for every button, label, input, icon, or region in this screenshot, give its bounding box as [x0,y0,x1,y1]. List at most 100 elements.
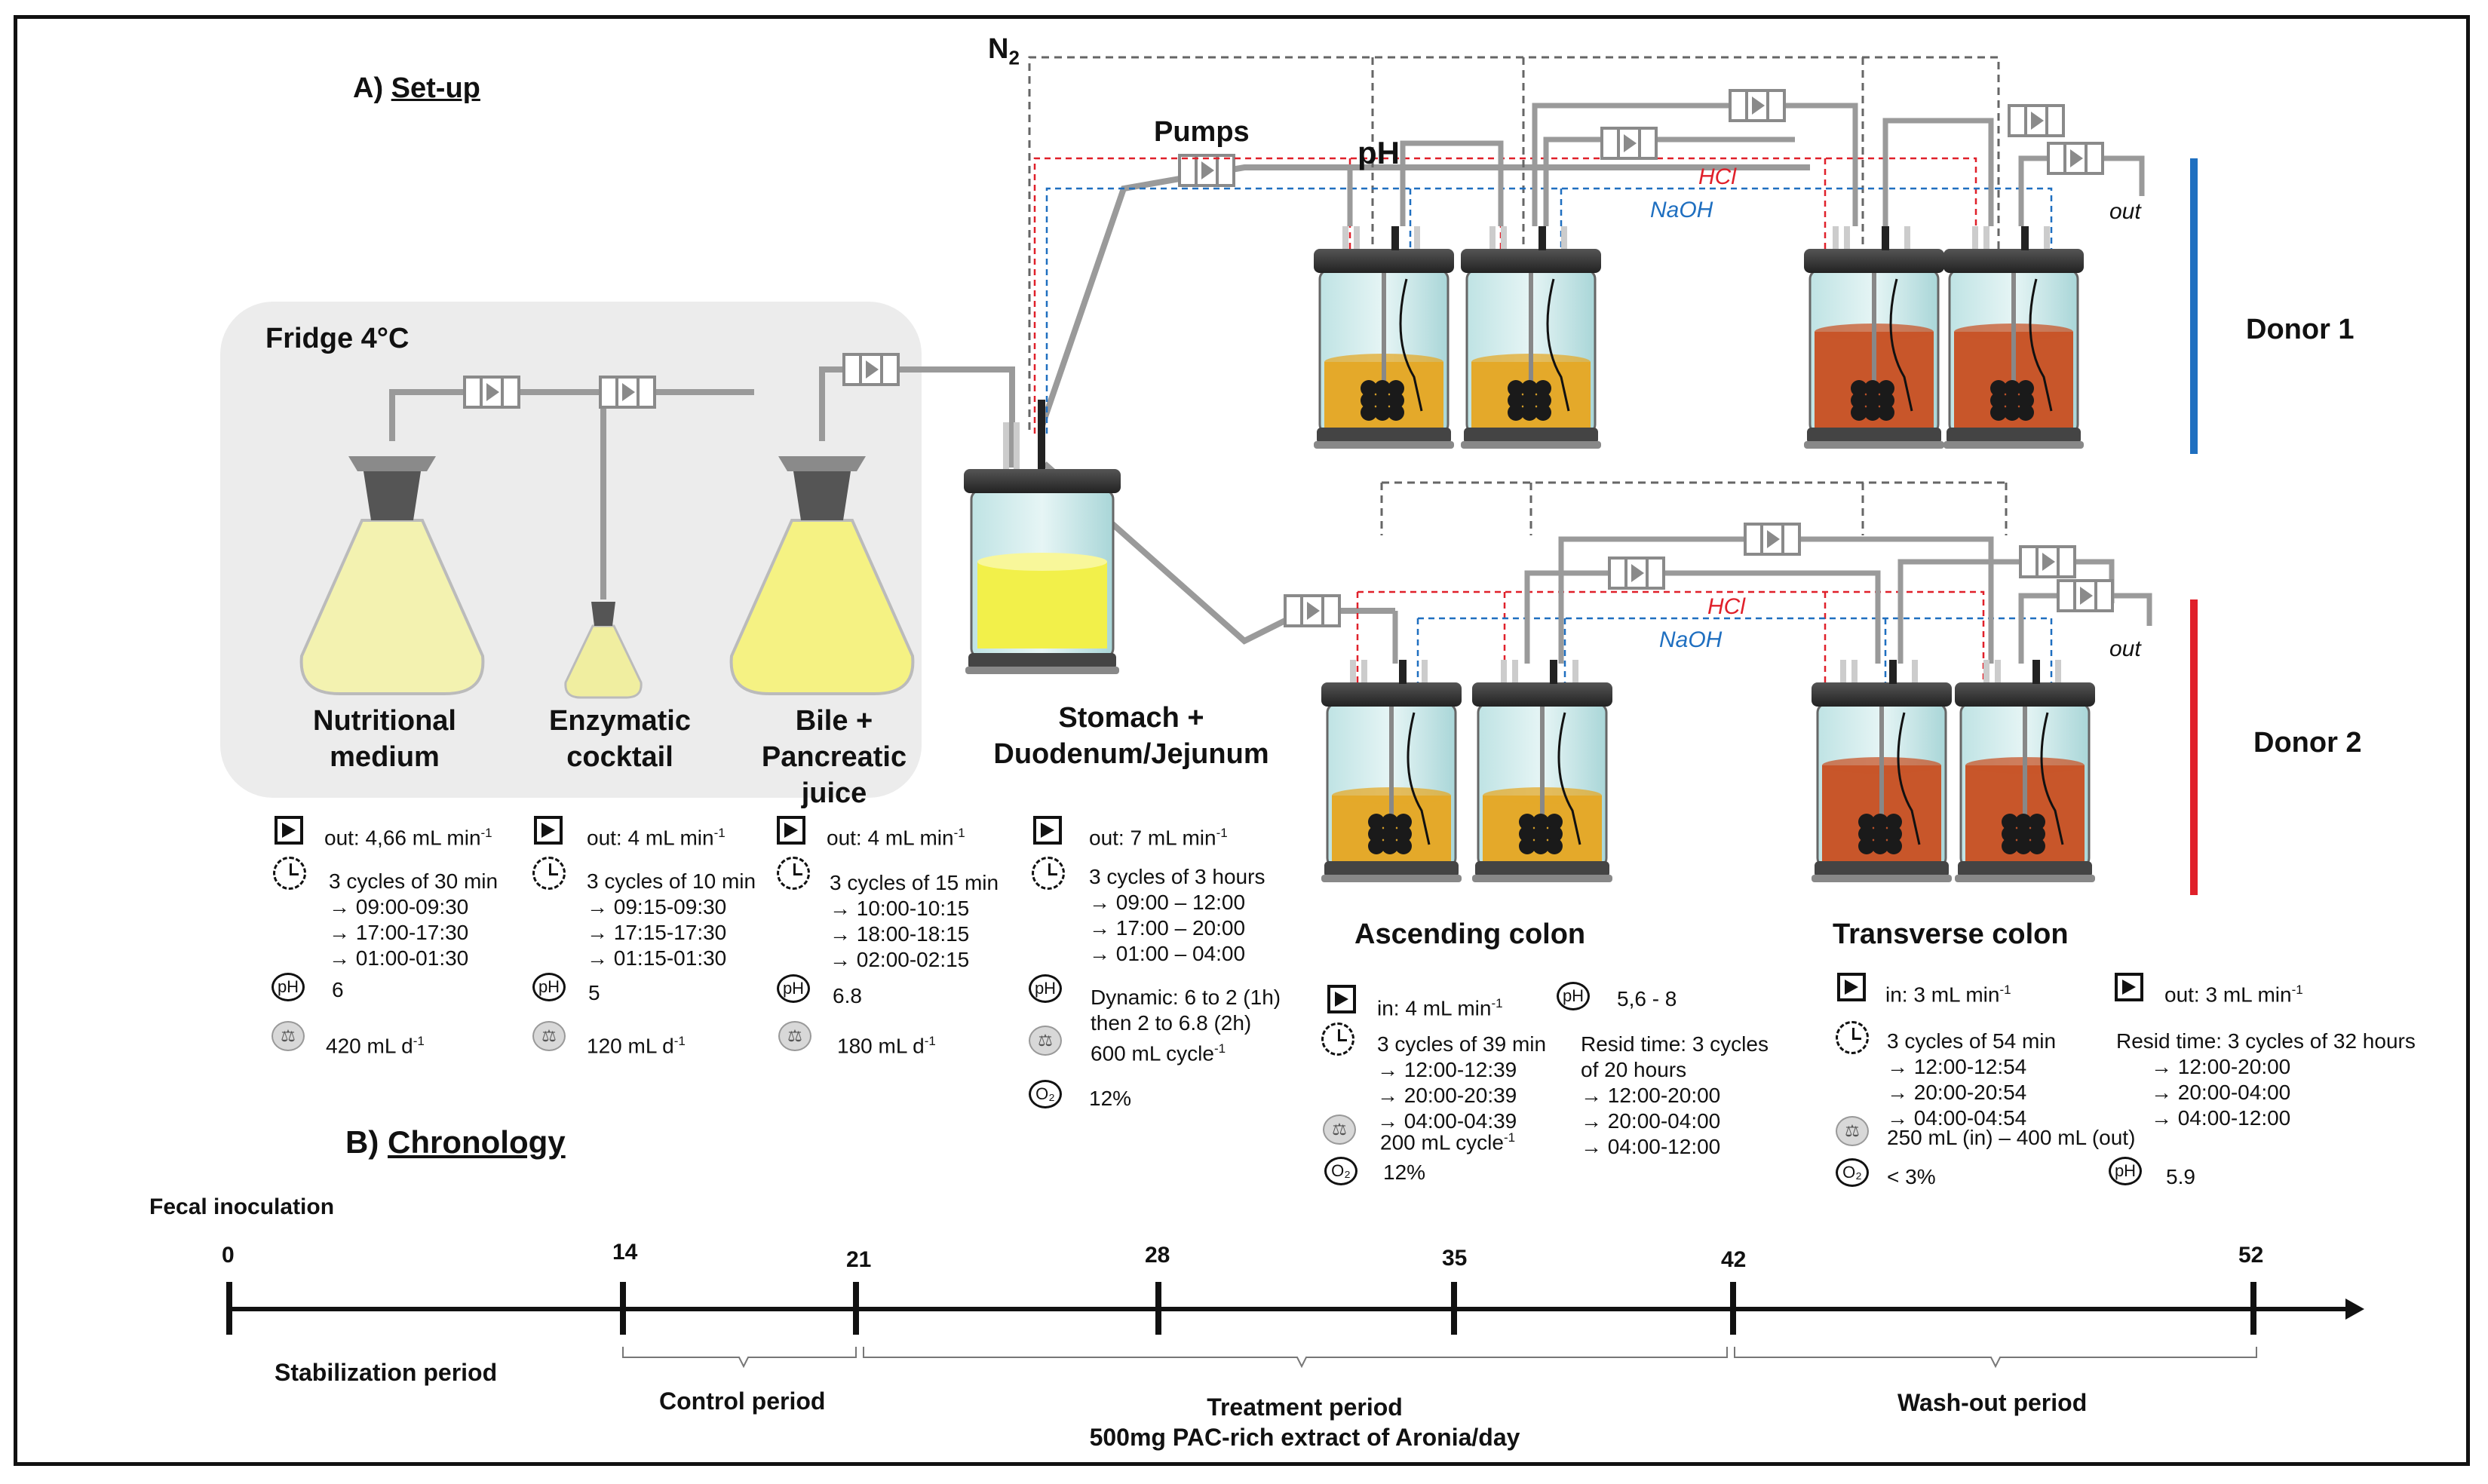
clock-icon [1321,1023,1354,1056]
figure-frame [14,15,2470,1466]
stomach-reactor [964,400,1121,674]
scale-icon: ⚖ [1323,1115,1356,1145]
ph-icon: pH [272,973,305,1001]
o2-icon: O₂ [1029,1080,1062,1108]
scale-icon: ⚖ [532,1021,566,1051]
stomach-o2: 12% [1089,1087,1132,1110]
ascending-reactor [1314,226,1454,449]
pump-icon [275,816,303,845]
ascending-colon-label: Ascending colon [1354,918,1586,950]
out-label-2: out [2109,636,2141,661]
pump-icon [1744,523,1801,556]
pump-icon [1608,556,1665,590]
ph-icon: pH [1029,974,1062,1003]
naoh-label-2: NaOH [1659,627,1723,652]
stomach-ph-2: then 2 to 6.8 (2h) [1091,1011,1252,1035]
washout-period-label: Wash-out period [1897,1389,2088,1416]
tick-label: 14 [612,1240,638,1265]
enzymatic-cocktail-label: Enzymatic cocktail [549,705,691,773]
section-a-title-text: Set-up [391,72,480,104]
pump-icon [2019,545,2076,578]
pump-icon [1600,127,1658,160]
stomach-out: out: 7 mL min-1 [1089,826,1228,850]
hcl-line-2 [1356,590,1985,682]
out-label-1: out [2109,199,2141,224]
timeline [226,1282,2364,1335]
period-braces [622,1347,2257,1369]
enzymatic-cycles: 3 cycles of 10 min [587,869,756,893]
clock-icon [777,857,810,890]
pump-icon [463,376,520,409]
scale-icon: ⚖ [778,1021,811,1051]
naoh-label-1: NaOH [1650,198,1713,222]
colon-tubing-1 [1347,103,2145,226]
tick-label: 21 [846,1247,872,1272]
ascending-resid-1: Resid time: 3 cycles [1581,1032,1769,1056]
n2-label: N2 [988,33,1020,69]
enzymatic-vol: 120 mL d-1 [587,1034,686,1058]
ascending-resid-time-3: → 04:00-12:00 [1581,1135,1721,1158]
enzymatic-ph: 5 [588,981,600,1004]
pump-icon [1327,985,1356,1013]
ph-icon: pH [1557,982,1590,1010]
pump-icon [1837,973,1866,1001]
donor2-bar [2190,599,2198,895]
pump-icon [1033,816,1062,845]
hcl-label-1: HCl [1698,164,1736,189]
treatment-period-label: Treatment period [1207,1394,1403,1421]
ascending-reactor [1472,660,1612,882]
nutritional-medium-flask [299,456,485,695]
section-a-title: A) Set-up [353,72,480,104]
transverse-resid-time-3: → 04:00-12:00 [2151,1106,2291,1130]
transverse-in: in: 3 mL min-1 [1885,983,2011,1007]
ascending-resid-2: of 20 hours [1581,1058,1687,1081]
ph-icon: pH [532,973,566,1001]
transverse-out: out: 3 mL min-1 [2164,983,2303,1007]
scale-icon: ⚖ [272,1021,305,1051]
nutritional-time-3: → 01:00-01:30 [329,946,469,970]
pump-icon [2047,142,2104,175]
scale-icon: ⚖ [1836,1116,1869,1146]
naoh-line-2 [1416,617,2053,682]
nutritional-vol: 420 mL d-1 [326,1034,425,1058]
pump-icon [777,816,805,845]
bile-cycles: 3 cycles of 15 min [830,871,999,894]
o2-icon: O₂ [1836,1158,1869,1187]
ascending-cycles: 3 cycles of 39 min [1377,1032,1547,1056]
pump-icon [599,376,656,409]
ascending-o2: 12% [1383,1161,1426,1184]
tick-label: 0 [222,1243,235,1268]
transverse-ph: 5.9 [2166,1165,2195,1188]
stomach-vol: 600 mL cycle-1 [1091,1041,1226,1065]
section-b-title-text: Chronology [388,1124,566,1160]
bile-out: out: 4 mL min-1 [827,826,965,850]
treatment-detail-label: 500mg PAC-rich extract of Aronia/day [1089,1424,1520,1451]
bile-ph: 6.8 [833,984,862,1007]
nutritional-out: out: 4,66 mL min-1 [324,826,492,850]
enzymatic-time-2: → 17:15-17:30 [587,921,727,944]
ascending-reactor [1461,226,1601,449]
colon-reactors [1314,226,2095,882]
ph-icon: pH [2109,1157,2142,1185]
ascending-ph: 5,6 - 8 [1617,987,1677,1010]
clock-icon [273,857,306,890]
section-b-title: B) Chronology [345,1124,566,1160]
transverse-reactor [1804,226,1944,449]
stomach-ph-1: Dynamic: 6 to 2 (1h) [1091,986,1281,1009]
transverse-o2: < 3% [1887,1165,1936,1188]
pump-icon [1729,89,1786,122]
fecal-inoculation-label: Fecal inoculation [149,1194,335,1219]
transverse-resid-time-1: → 12:00-20:00 [2151,1055,2291,1078]
stabilization-period-label: Stabilization period [275,1359,498,1386]
bile-pancreatic-label: Bile + Pancreatic juice [761,705,907,809]
enzymatic-out: out: 4 mL min-1 [587,826,726,850]
pump-icon [534,816,563,845]
stomach-cycles: 3 cycles of 3 hours [1089,865,1265,888]
ascending-time-1: → 12:00-12:39 [1377,1058,1517,1081]
transverse-resid: Resid time: 3 cycles of 32 hours [2116,1029,2416,1053]
nutritional-medium-label: Nutritional medium [313,705,456,773]
clock-icon [1032,857,1065,890]
transverse-cycles: 3 cycles of 54 min [1887,1029,2057,1053]
transverse-colon-label: Transverse colon [1833,918,2069,950]
